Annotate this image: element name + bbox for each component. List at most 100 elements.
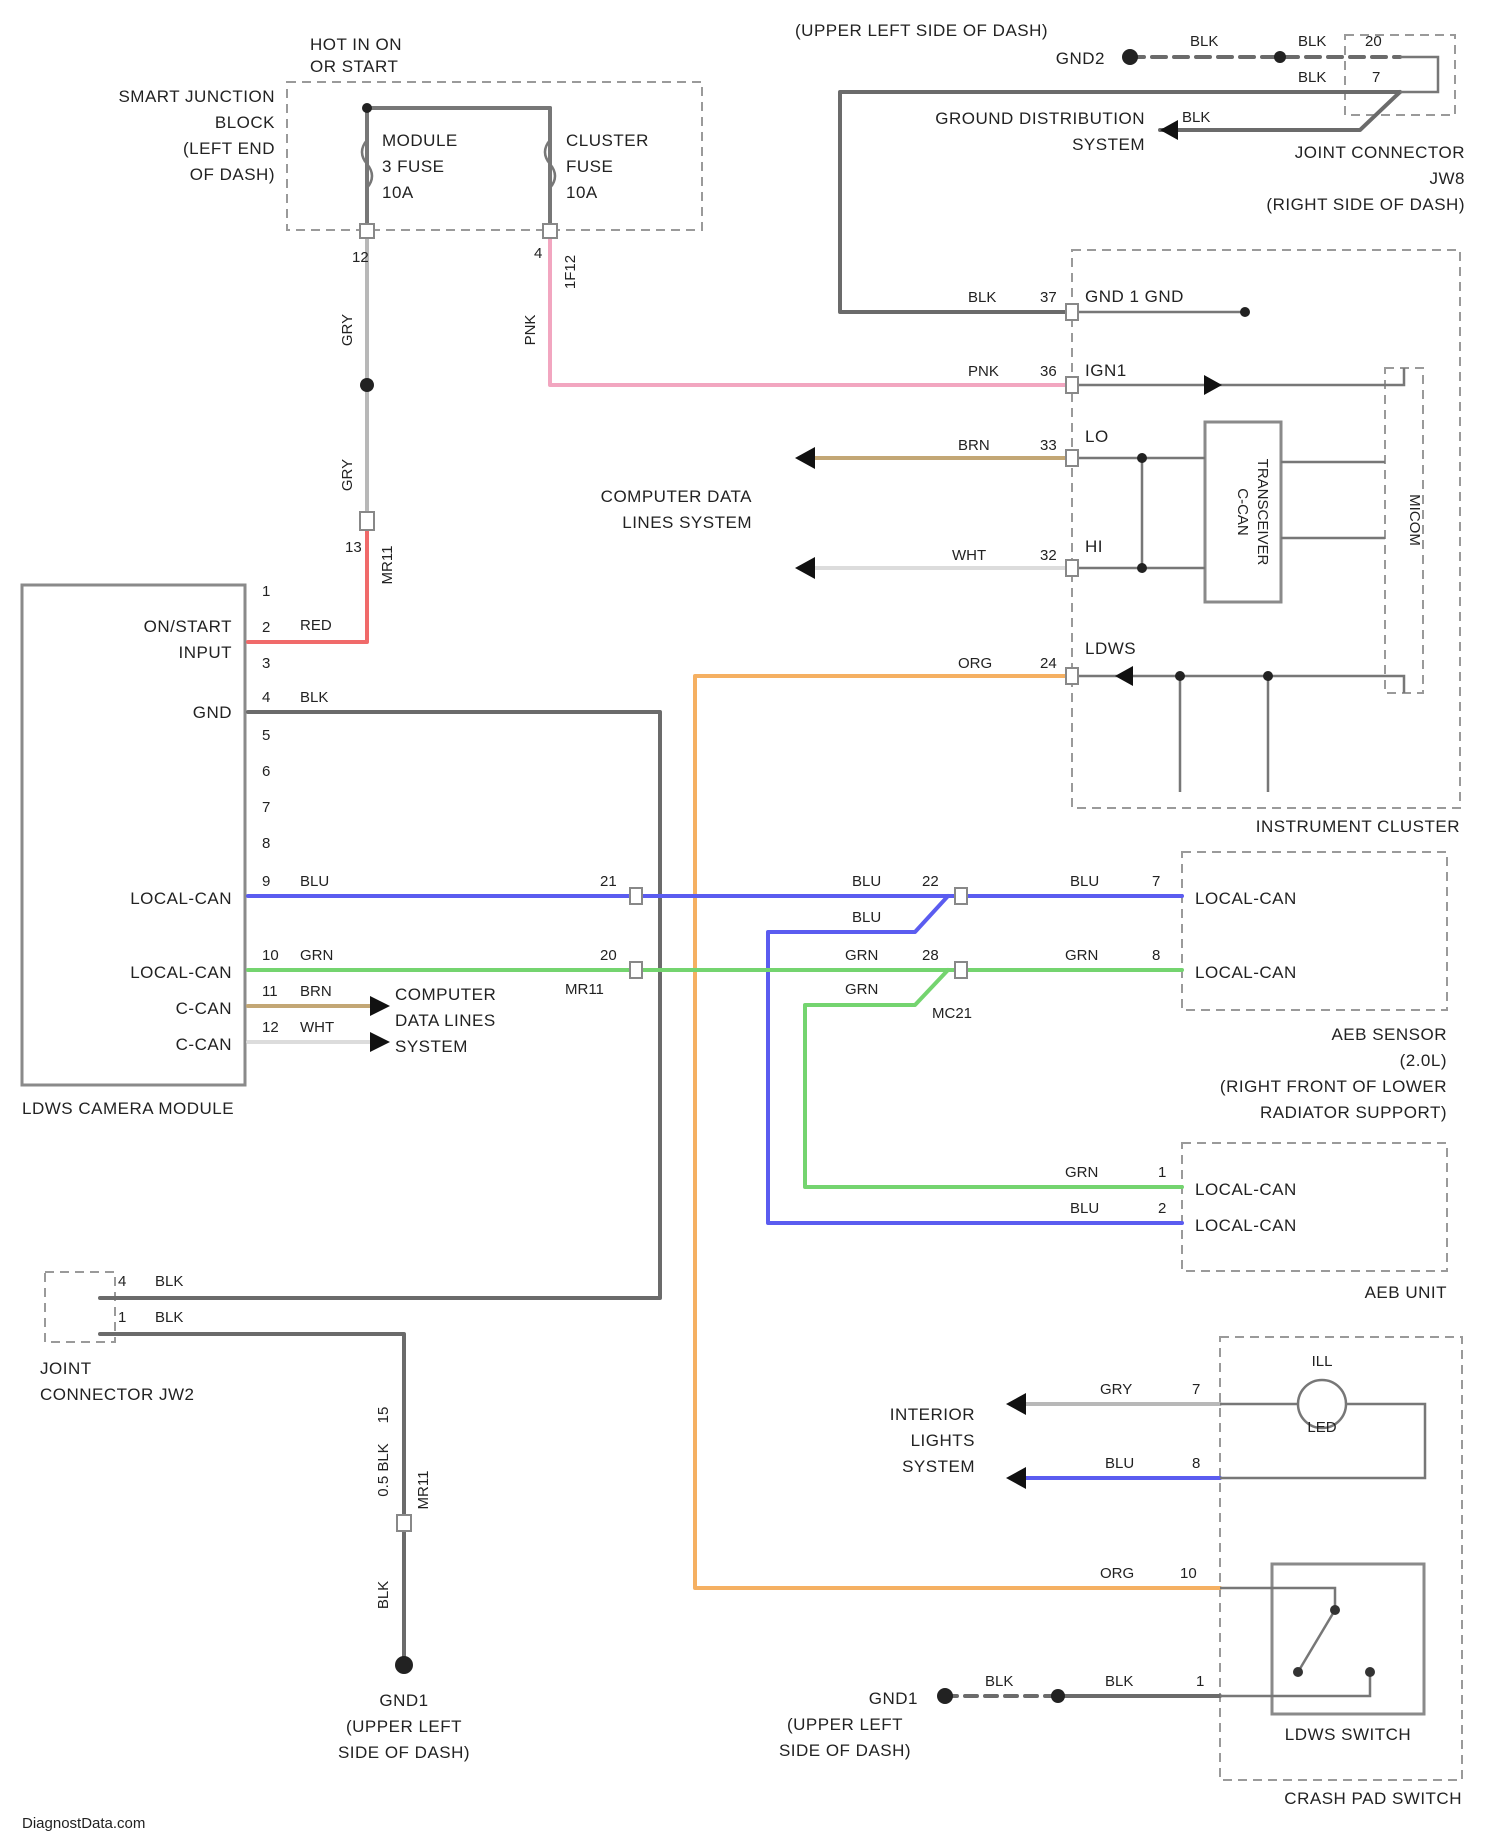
- ldws-switch-label: LDWS SWITCH: [1285, 1725, 1411, 1744]
- cam-pin-5: 5: [262, 727, 270, 744]
- module-fuse-label-1: MODULE: [382, 131, 458, 150]
- wl-blk-sw2: BLK: [1105, 1673, 1133, 1690]
- wl-blu-mid2: BLU: [852, 909, 881, 926]
- ic-pin-32: 32: [1040, 547, 1057, 564]
- on-start-input-label-1: ON/START: [144, 617, 232, 636]
- wl-red: RED: [300, 617, 332, 634]
- jw-pin-1: 1: [118, 1309, 126, 1326]
- jw2-label-1: JOINT: [40, 1359, 92, 1378]
- aeb-sensor-label-3: (RIGHT FRONT OF LOWER: [1220, 1077, 1447, 1096]
- comp-data-right-label-1: COMPUTER DATA: [601, 487, 752, 506]
- aeb-unit-label: AEB UNIT: [1365, 1283, 1447, 1302]
- ic-pin-37: 37: [1040, 289, 1057, 306]
- ill-label: ILL: [1312, 1353, 1333, 1370]
- gnd1-bottom-label-1: GND1: [869, 1689, 918, 1708]
- wl-fuse2-conn: 1F12: [562, 255, 579, 289]
- hot-in-on-label: HOT IN ON: [310, 35, 402, 54]
- mr11-label-b: MR11: [565, 981, 604, 998]
- on-start-input-label-2: INPUT: [179, 643, 233, 662]
- ic-pin-33: 33: [1040, 437, 1057, 454]
- ic-ign1-pin-label: IGN1: [1085, 361, 1127, 380]
- aeb-sensor-lc-2-label: LOCAL-CAN: [1195, 963, 1297, 982]
- cam-pin-12: 12: [262, 1019, 279, 1036]
- wl-wht-ic: WHT: [952, 547, 986, 564]
- mr11-label-c: MR11: [415, 1471, 432, 1510]
- interior-lights-label-3: SYSTEM: [902, 1457, 975, 1476]
- gnd2-label: GND2: [1056, 49, 1105, 68]
- gnd1-bottom-label-3: SIDE OF DASH): [779, 1741, 911, 1760]
- wl-blk-v1: 0.5 BLK: [375, 1443, 392, 1496]
- mc21-label: MC21: [932, 1005, 972, 1022]
- led-label: LED: [1307, 1419, 1336, 1436]
- aeb-unit-pin-1: 1: [1158, 1164, 1166, 1181]
- wl-gry-il: GRY: [1100, 1381, 1132, 1398]
- wl-blk-v2: BLK: [375, 1581, 392, 1609]
- mc-pin-28: 28: [922, 947, 939, 964]
- cam-pin-9: 9: [262, 873, 270, 890]
- switch-terminal-icon: [1365, 1667, 1375, 1677]
- c-can-transceiver-label-1: C-CAN: [1234, 488, 1251, 536]
- top-conn-pin-7: 7: [1372, 69, 1380, 86]
- wl-fuse1-pin: 12: [352, 249, 369, 266]
- comp-data-left-label-1: COMPUTER: [395, 985, 496, 1004]
- ldws-camera-module-label: LDWS CAMERA MODULE: [22, 1099, 234, 1118]
- aeb-unit-lc-1-label: LOCAL-CAN: [1195, 1180, 1297, 1199]
- wl-blk-sw1: BLK: [985, 1673, 1013, 1690]
- aeb-unit-pin-2: 2: [1158, 1200, 1166, 1217]
- top-conn-pin-20: 20: [1365, 33, 1382, 50]
- micom-label: MICOM: [1406, 494, 1423, 546]
- sw-pin-10: 10: [1180, 1565, 1197, 1582]
- comp-data-left-label-3: SYSTEM: [395, 1037, 468, 1056]
- ground-dist-label-2: SYSTEM: [1072, 135, 1145, 154]
- sjb-label-1: SMART JUNCTION: [118, 87, 275, 106]
- il-pin-7: 7: [1192, 1381, 1200, 1398]
- cluster-fuse-label-3: 10A: [566, 183, 598, 202]
- jw-pin-4: 4: [118, 1273, 126, 1290]
- comp-data-right-label-2: LINES SYSTEM: [622, 513, 752, 532]
- or-start-label: OR START: [310, 57, 398, 76]
- wl-blu-mid1: BLU: [852, 873, 881, 890]
- ic-gnd-pin-label: GND 1 GND: [1085, 287, 1184, 306]
- gnd1-left-label-3: SIDE OF DASH): [338, 1743, 470, 1762]
- aeb-sensor-label-1: AEB SENSOR: [1331, 1025, 1447, 1044]
- wl-brn-cc: BRN: [300, 983, 332, 1000]
- cam-c-can-1-label: C-CAN: [176, 999, 232, 1018]
- cam-pin-6: 6: [262, 763, 270, 780]
- cam-pin-11: 11: [262, 983, 278, 1000]
- aeb-sensor-lc-1-label: LOCAL-CAN: [1195, 889, 1297, 908]
- cam-pin-4: 4: [262, 689, 270, 706]
- wl-blk-top3: BLK: [1298, 69, 1326, 86]
- gnd1-left-label-2: (UPPER LEFT: [346, 1717, 462, 1736]
- wl-blu-aeb: BLU: [1070, 873, 1099, 890]
- v-conn-pin-15: 15: [375, 1407, 392, 1424]
- comp-data-left-label-2: DATA LINES: [395, 1011, 496, 1030]
- interior-lights-label-1: INTERIOR: [890, 1405, 975, 1424]
- wl-blk-jw2: BLK: [155, 1309, 183, 1326]
- aeb-sensor-label-4: RADIATOR SUPPORT): [1260, 1103, 1447, 1122]
- cluster-fuse-label-2: FUSE: [566, 157, 613, 176]
- wl-blu-unit: BLU: [1070, 1200, 1099, 1217]
- wl-blk-top1: BLK: [1190, 33, 1218, 50]
- aeb-sensor-pin-7: 7: [1152, 873, 1160, 890]
- jw8-label-2: JW8: [1430, 169, 1466, 188]
- cam-pin-3: 3: [262, 655, 270, 672]
- wl-grn-aeb: GRN: [1065, 947, 1098, 964]
- crash-pad-switch-label: CRASH PAD SWITCH: [1284, 1789, 1462, 1808]
- ic-ldws-pin-label: LDWS: [1085, 639, 1136, 658]
- module-fuse-label-2: 3 FUSE: [382, 157, 445, 176]
- wl-grn-mid2: GRN: [845, 981, 878, 998]
- aeb-sensor-pin-8: 8: [1152, 947, 1160, 964]
- jw2-label-2: CONNECTOR JW2: [40, 1385, 194, 1404]
- aeb-sensor-label-2: (2.0L): [1400, 1051, 1447, 1070]
- cam-c-can-2-label: C-CAN: [176, 1035, 232, 1054]
- wl-gry2: GRY: [339, 459, 356, 491]
- ic-pin-36: 36: [1040, 363, 1057, 380]
- wl-blu-il: BLU: [1105, 1455, 1134, 1472]
- aeb-unit-lc-2-label: LOCAL-CAN: [1195, 1216, 1297, 1235]
- wl-grn-mid1: GRN: [845, 947, 878, 964]
- cam-pin-1: 1: [262, 583, 270, 600]
- interior-lights-label-2: LIGHTS: [911, 1431, 975, 1450]
- upper-left-dash-top-label: (UPPER LEFT SIDE OF DASH): [795, 21, 1048, 40]
- wl-pnk-ic: PNK: [968, 363, 999, 380]
